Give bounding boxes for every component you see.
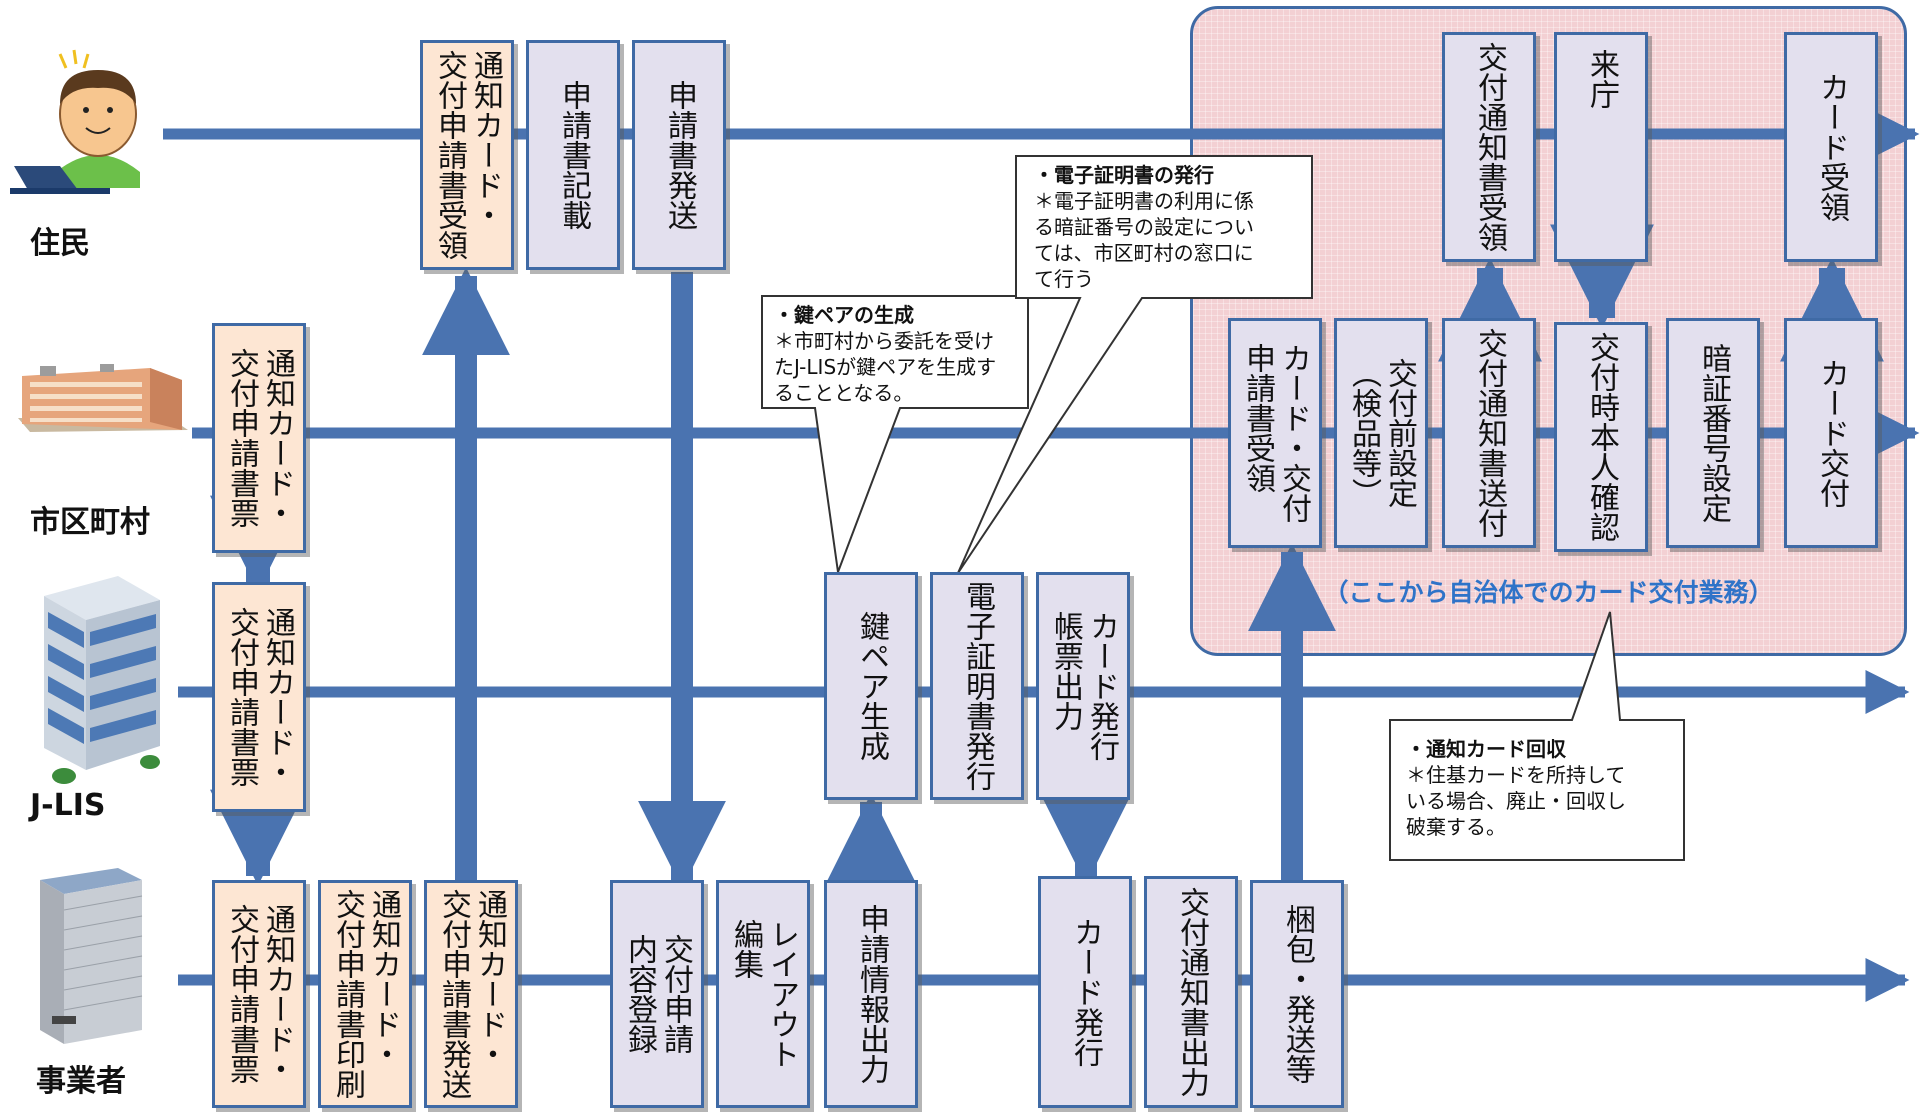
muni-receive-application-box: カード・交付 申請書受領 [1228,318,1322,548]
callout-keypair-text: ・鍵ペアの生成 ＊市町村から委託を受け たJ-LISが鍵ペアを生成す ることとな… [774,302,996,406]
jlis-form-output-box: カード発行 帳票出力 [1036,572,1130,800]
muni-preconfig-box: 交付前設定 （検品等） [1334,318,1428,548]
resident-receive-delivery-notice-box: 交付通知書受領 [1442,32,1536,262]
callout-certificate-title: ・電子証明書の発行 [1034,163,1214,187]
callout-recall-body: ＊住基カードを所持して いる場合、廃止・回収し 破棄する。 [1406,763,1626,839]
muni-pin-setting-box: 暗証番号設定 [1666,318,1760,548]
callout-certificate-text: ・電子証明書の発行 ＊電子証明書の利用に係 る暗証番号の設定につい ては、市区町… [1034,162,1254,292]
flow-arrows [210,224,1884,889]
vendor-send-box: 通知カード・ 交付申請書発送 [424,880,518,1108]
callout-certificate-body: ＊電子証明書の利用に係 る暗証番号の設定につい ては、市区町村の窓口に て行う [1034,189,1254,291]
vendor-card-issue-box: カード発行 [1038,876,1132,1108]
resident-icon [10,49,140,194]
callout-recall-title: ・通知カード回収 [1406,737,1566,761]
resident-receive-notice-box: 通知カード・ 交付申請書受領 [420,40,514,270]
vendor-layout-box: レイアウト 編集 [716,880,810,1108]
municipality-building-icon [18,364,188,432]
jlis-keypair-box: 鍵ペア生成 [824,572,918,800]
jlis-certificate-box: 電子証明書発行 [930,572,1024,800]
region-caption: （ここから自治体でのカード交付業務） [1323,578,1774,607]
vendor-output-info-box: 申請情報出力 [824,880,918,1108]
actor-resident-label: 住民 [30,226,90,261]
vendor-packing-box: 梱包・発送等 [1250,880,1344,1108]
callout-recall-text: ・通知カード回収 ＊住基カードを所持して いる場合、廃止・回収し 破棄する。 [1406,736,1626,840]
muni-card-issue-box: カード交付 [1784,318,1878,548]
resident-send-box: 申請書発送 [632,40,726,270]
callout-certificate [957,155,1313,574]
actor-municipality-label: 市区町村 [30,505,150,540]
resident-receive-card-box: カード受領 [1784,32,1878,262]
vendor-building-icon [40,868,143,1044]
jlis-ticket-box: 通知カード・ 交付申請書票 [212,582,306,812]
jlis-building-icon [44,576,160,784]
callout-keypair-title: ・鍵ペアの生成 [774,303,914,327]
actor-vendor-label: 事業者 [36,1064,126,1099]
muni-ticket-box: 通知カード・ 交付申請書票 [212,323,306,553]
muni-identity-check-box: 交付時本人確認 [1554,322,1648,552]
muni-send-notice-box: 交付通知書送付 [1442,318,1536,548]
callout-keypair-body: ＊市町村から委託を受け たJ-LISが鍵ペアを生成す ることとなる。 [774,329,997,405]
callout-recall [1389,611,1685,861]
vendor-register-box: 交付申請 内容登録 [610,880,704,1108]
vendor-ticket-box: 通知カード・ 交付申請書票 [212,880,306,1108]
actor-jlis-label: J-LIS [30,788,106,823]
resident-fill-box: 申請書記載 [526,40,620,270]
callout-keypair [761,295,1029,573]
vendor-print-box: 通知カード・ 交付申請書印刷 [318,880,412,1108]
resident-visit-box: 来庁 [1554,32,1648,262]
vendor-notice-output-box: 交付通知書出力 [1144,876,1238,1108]
